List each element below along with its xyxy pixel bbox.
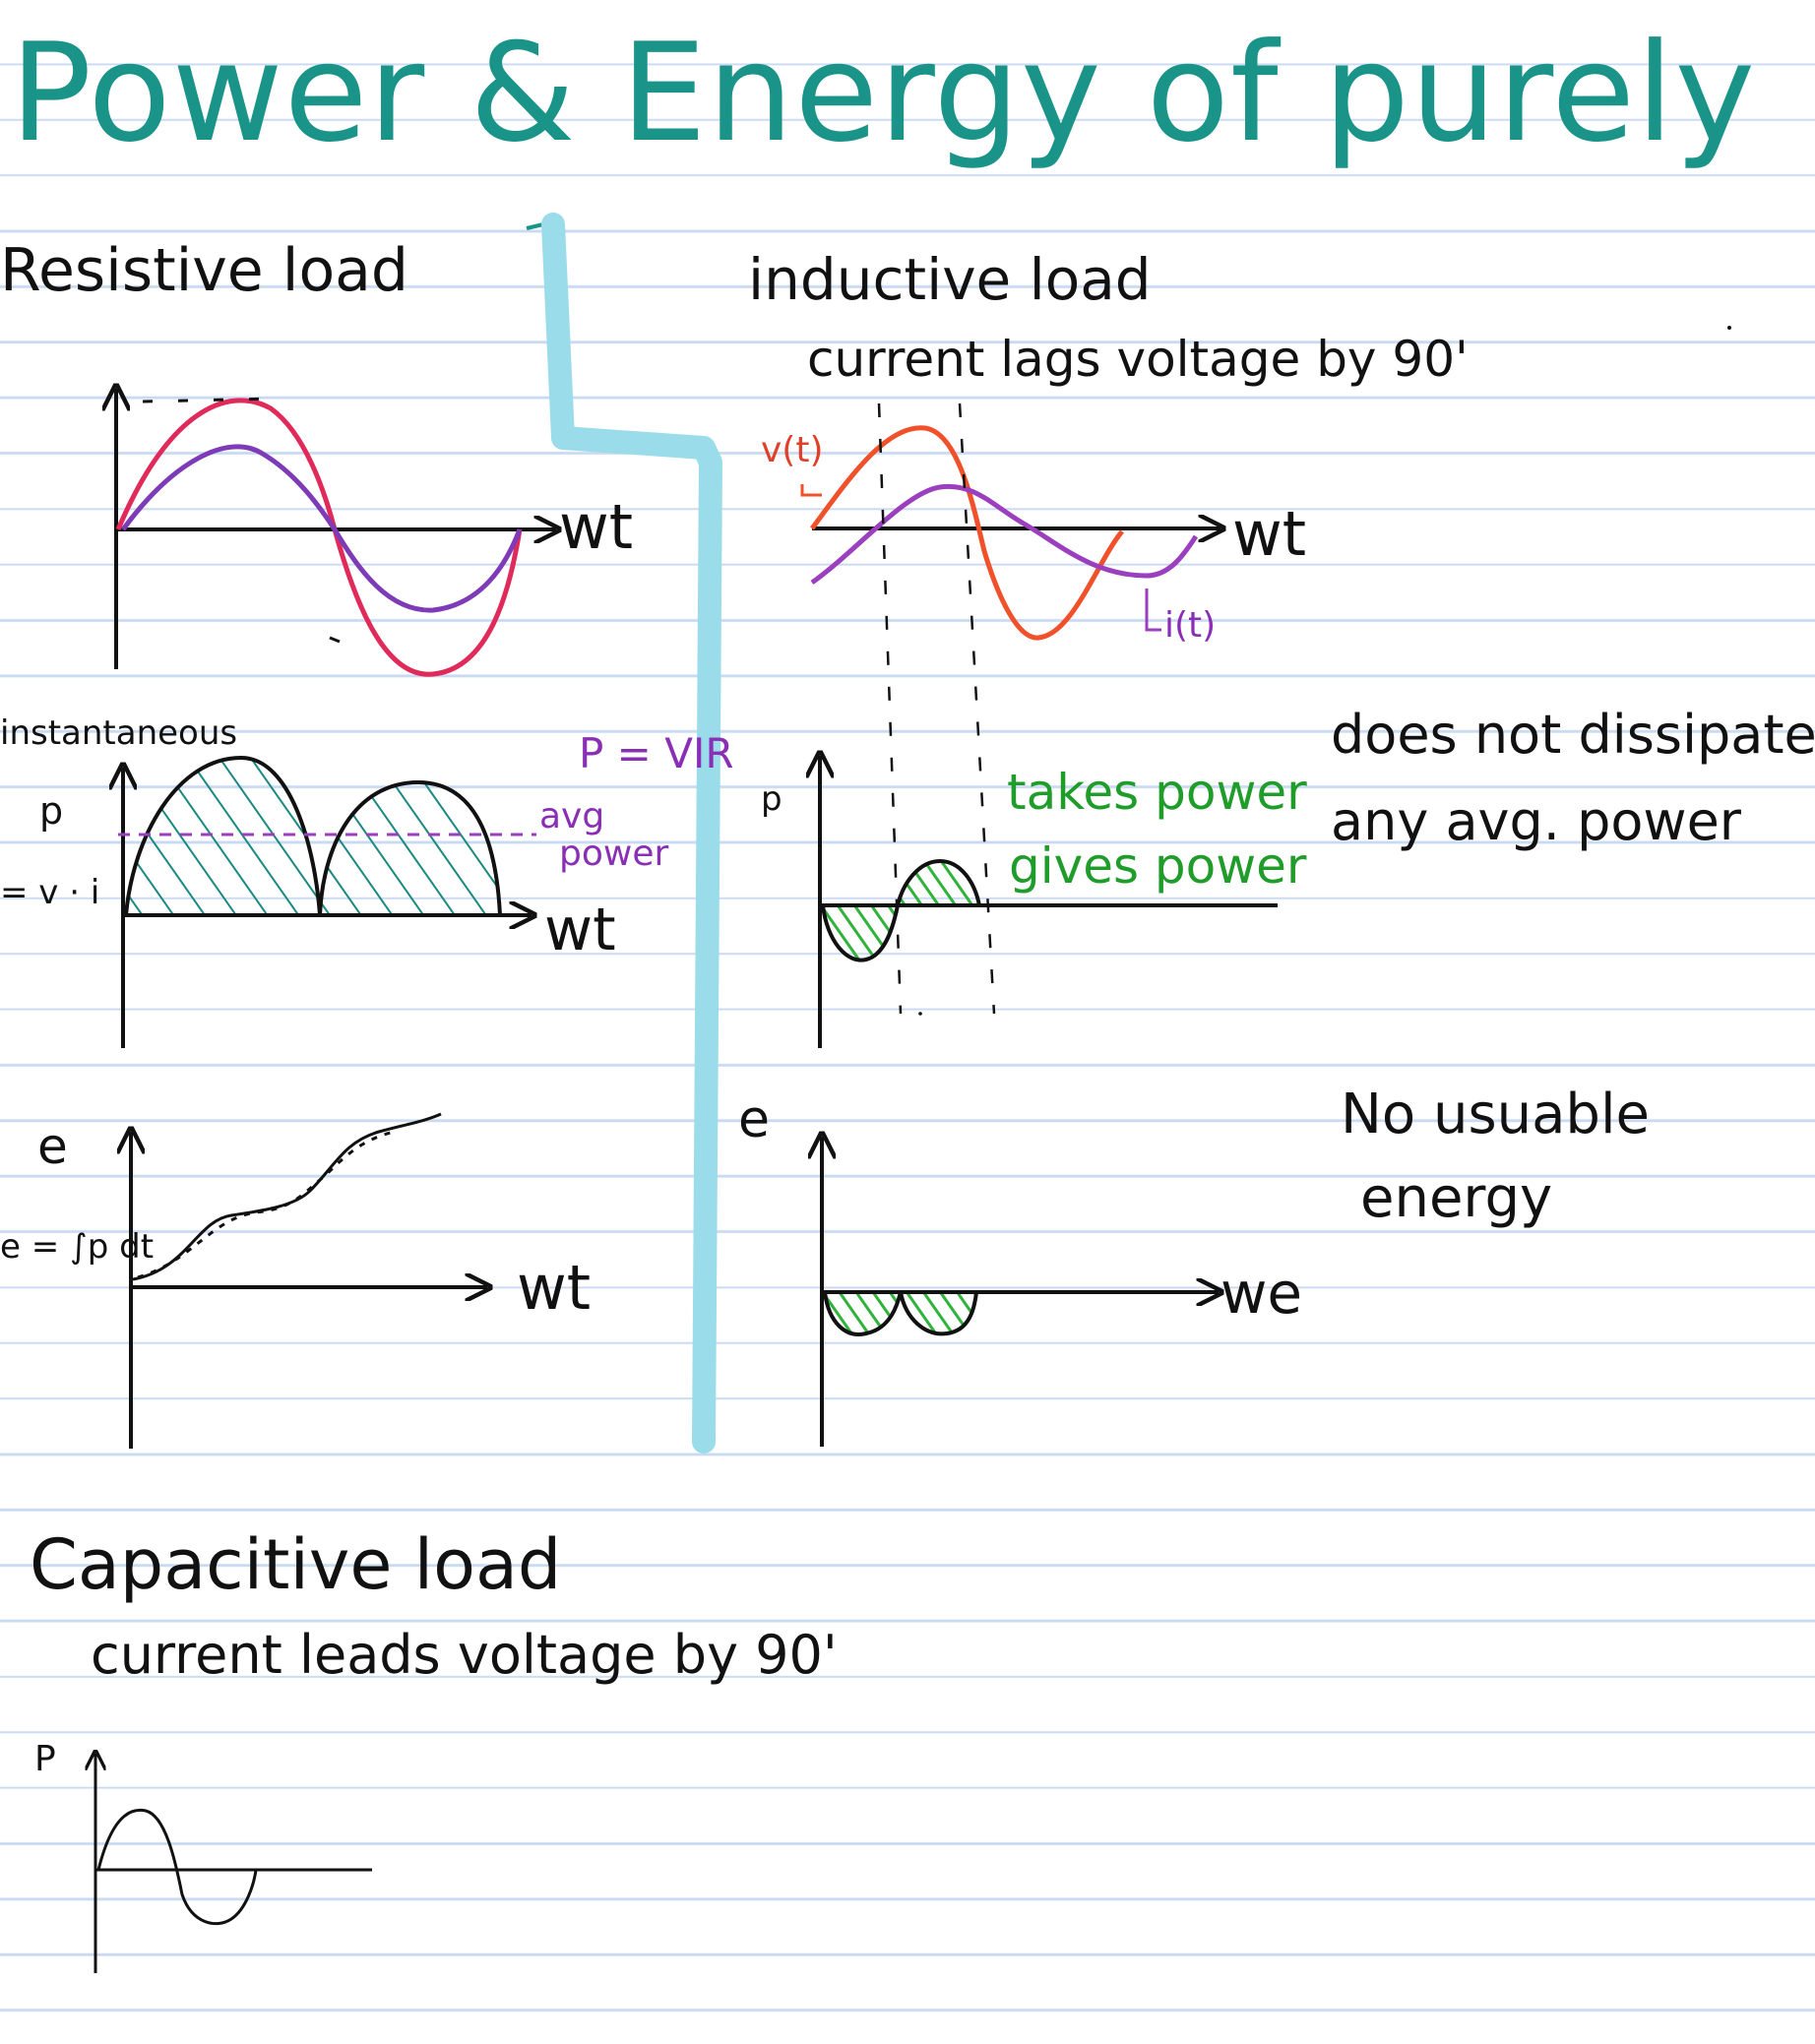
inductive-current-wave bbox=[810, 483, 1199, 586]
inductive-power-negative-lobe bbox=[820, 903, 901, 962]
inductive-p-symbol: p bbox=[761, 779, 782, 819]
resistive-wave-axis-label: wt bbox=[559, 491, 634, 563]
resistive-e-formula: e = ∫p dt bbox=[0, 1227, 155, 1267]
resistive-power-hump-2 bbox=[317, 779, 503, 917]
avg-label-line1: avg bbox=[539, 796, 605, 836]
inductive-heading: inductive load bbox=[748, 246, 1152, 313]
capacitive-heading: Capacitive load bbox=[30, 1524, 562, 1605]
stray-dot bbox=[918, 1012, 922, 1016]
instantaneous-label: instantaneous bbox=[0, 713, 238, 753]
inductive-power-graph bbox=[820, 756, 1278, 1048]
capacitive-subheading: current leads voltage by 90' bbox=[91, 1624, 838, 1686]
resistive-tick bbox=[329, 636, 341, 644]
takes-power-label: takes power bbox=[1007, 764, 1307, 821]
resistive-p-vi: P = VIR bbox=[579, 729, 734, 777]
inductive-i-label-tick bbox=[1145, 588, 1161, 632]
resistive-current-wave bbox=[120, 444, 523, 613]
resistive-heading: Resistive load bbox=[0, 236, 409, 305]
resistive-voltage-wave bbox=[115, 398, 523, 677]
inductive-wave-axis-label: wt bbox=[1232, 498, 1307, 570]
capacitive-p-symbol: P bbox=[34, 1739, 56, 1779]
inductive-power-note-line2: any avg. power bbox=[1331, 790, 1741, 852]
inductive-power-positive-lobe bbox=[895, 858, 982, 907]
resistive-peak-dashes bbox=[142, 397, 277, 403]
resistive-wave-graph bbox=[115, 389, 556, 677]
page-title: Power & Energy of purely R, L and C load bbox=[10, 14, 1811, 172]
avg-label-line2: power bbox=[559, 834, 669, 874]
resistive-power-axis-label: wt bbox=[544, 896, 616, 964]
inductive-energy-note-line1: No usuable bbox=[1341, 1083, 1650, 1146]
resistive-power-hump-1 bbox=[123, 755, 323, 917]
column-divider bbox=[541, 213, 722, 1454]
capacitive-power-graph bbox=[95, 1754, 372, 1973]
inductive-energy-note-line2: energy bbox=[1360, 1166, 1553, 1230]
inductive-e-symbol: e bbox=[738, 1090, 770, 1149]
gives-power-label: gives power bbox=[1009, 837, 1307, 895]
resistive-p-formula: = v · i bbox=[0, 873, 100, 912]
inductive-energy-graph bbox=[822, 1137, 1219, 1447]
capacitive-power-curve bbox=[96, 1808, 258, 1926]
resistive-power-graph bbox=[118, 755, 536, 1048]
inductive-energy-lobes bbox=[822, 1290, 979, 1336]
resistive-energy-curve bbox=[132, 1112, 442, 1281]
inductive-power-note-line1: does not dissipate bbox=[1331, 704, 1815, 766]
resistive-energy-axis-label: wt bbox=[517, 1252, 592, 1324]
inductive-voltage-wave bbox=[809, 425, 1124, 641]
inductive-guide-2 bbox=[958, 403, 996, 1015]
resistive-energy-graph bbox=[131, 1112, 487, 1449]
inductive-energy-axis-label: we bbox=[1220, 1260, 1303, 1327]
inductive-v-label: v(t) bbox=[761, 430, 824, 470]
resistive-energy-dashed bbox=[137, 1130, 395, 1279]
inductive-i-label: i(t) bbox=[1164, 605, 1217, 646]
stray-dot bbox=[1727, 326, 1731, 330]
inductive-v-label-tick bbox=[800, 484, 822, 497]
resistive-e-symbol: e bbox=[37, 1118, 68, 1175]
inductive-subheading: current lags voltage by 90' bbox=[807, 331, 1469, 388]
resistive-p-symbol: p bbox=[39, 789, 64, 833]
